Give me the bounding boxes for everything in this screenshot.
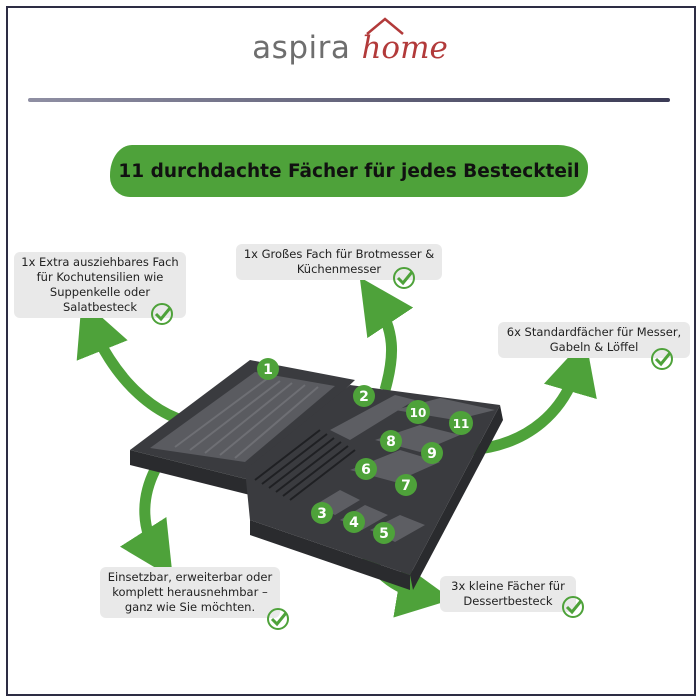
callout-extra-line: 1x Extra ausziehbares Fach bbox=[21, 255, 179, 269]
callout-small: 3x kleine Fächer für Dessertbesteck bbox=[440, 576, 576, 612]
compartment-badge bbox=[380, 430, 402, 452]
callout-large: 1x Großes Fach für Brotmesser & Küchenme… bbox=[236, 244, 442, 280]
headline-text: 11 durchdachte Fächer für jedes Besteckt… bbox=[118, 160, 580, 182]
brand-logo: aspira home bbox=[0, 17, 700, 66]
compartment-badge bbox=[343, 511, 365, 533]
compartment-number: 2 bbox=[359, 389, 369, 405]
callout-standard-line: Gabeln & Löffel bbox=[549, 340, 639, 354]
callout-extra-line: für Kochutensilien wie bbox=[36, 270, 164, 284]
callout-insert-line: ganz wie Sie möchten. bbox=[124, 600, 256, 614]
compartment-number: 9 bbox=[427, 446, 437, 462]
headline-banner: 11 durchdachte Fächer für jedes Besteckt… bbox=[110, 145, 588, 197]
callout-small-line: Dessertbesteck bbox=[463, 594, 553, 608]
compartment-number: 10 bbox=[410, 406, 427, 420]
callout-insert-line: Einsetzbar, erweiterbar oder bbox=[107, 570, 273, 584]
compartment-badge bbox=[353, 385, 375, 407]
check-circle-icon bbox=[151, 303, 173, 325]
compartment-number: 6 bbox=[361, 462, 371, 478]
compartment-badge bbox=[395, 474, 417, 496]
compartment-badge bbox=[421, 442, 443, 464]
callout-extra: 1x Extra ausziehbares Fach für Kochutens… bbox=[14, 252, 186, 318]
compartment-number: 3 bbox=[317, 506, 327, 522]
logo-brand-text: aspira bbox=[252, 30, 351, 66]
compartment-number: 11 bbox=[453, 417, 470, 431]
house-roof-icon bbox=[366, 17, 405, 35]
callout-insert: Einsetzbar, erweiterbar oder komplett he… bbox=[100, 567, 280, 618]
callout-standard: 6x Standardfächer für Messer, Gabeln & L… bbox=[498, 322, 690, 358]
compartment-number: 4 bbox=[349, 515, 359, 531]
check-circle-icon bbox=[562, 596, 584, 618]
logo-home-word: home bbox=[361, 30, 448, 66]
callout-small-line: 3x kleine Fächer für bbox=[451, 579, 565, 593]
callout-extra-line: Suppenkelle oder bbox=[49, 285, 151, 299]
compartment-number: 7 bbox=[401, 478, 411, 494]
callout-extra-line: Salatbesteck bbox=[62, 300, 138, 314]
check-circle-icon bbox=[393, 267, 415, 289]
callout-large-line: Küchenmesser bbox=[296, 262, 382, 276]
compartment-badge bbox=[406, 400, 430, 424]
compartment-number: 5 bbox=[379, 526, 389, 542]
check-circle-icon bbox=[651, 348, 673, 370]
compartment-badge bbox=[355, 458, 377, 480]
check-circle-icon bbox=[267, 608, 289, 630]
callout-standard-line: 6x Standardfächer für Messer, bbox=[506, 325, 682, 339]
compartment-badge bbox=[449, 411, 473, 435]
compartment-badge bbox=[257, 358, 279, 380]
header-divider bbox=[28, 98, 670, 102]
compartment-number: 8 bbox=[386, 434, 396, 450]
compartment-badge bbox=[373, 522, 395, 544]
compartment-badge bbox=[311, 502, 333, 524]
callout-insert-line: komplett herausnehmbar – bbox=[112, 585, 268, 599]
logo-home-text: home bbox=[361, 17, 448, 66]
callout-large-line: 1x Großes Fach für Brotmesser & bbox=[243, 247, 435, 261]
compartment-number: 1 bbox=[263, 362, 273, 378]
